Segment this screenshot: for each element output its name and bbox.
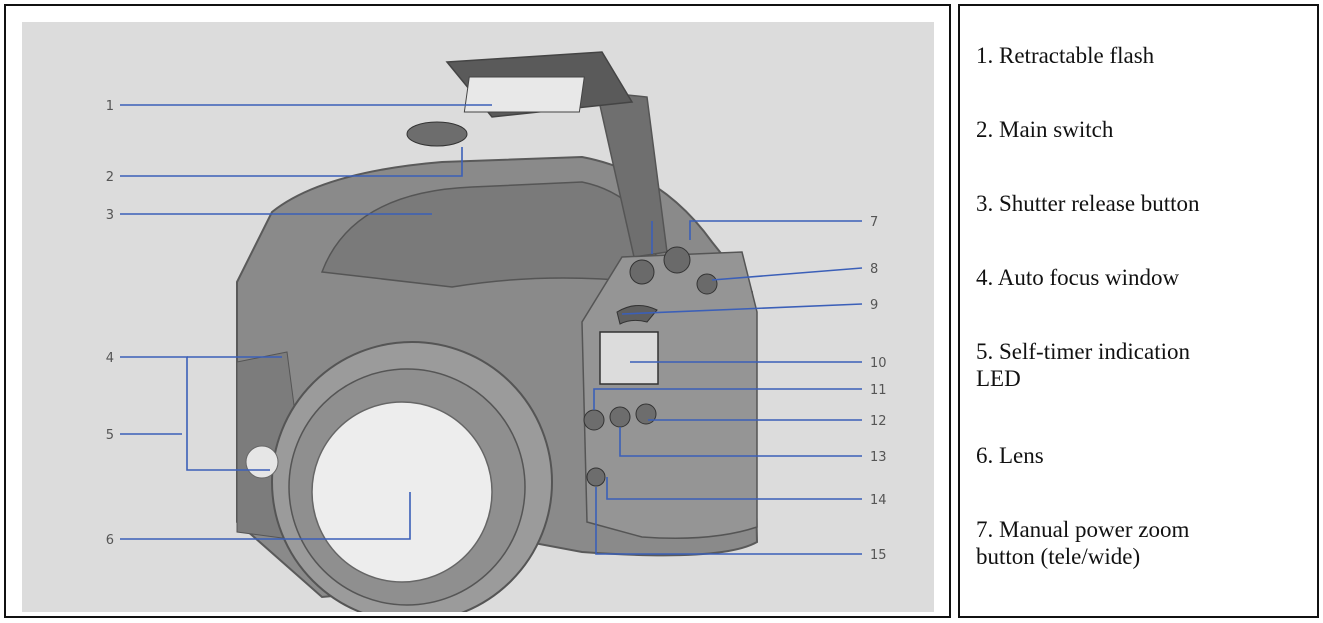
callout-num-13: 13 <box>870 450 887 465</box>
legend-item-3: 3. Shutter release button <box>976 191 1200 216</box>
callout-line-2 <box>120 147 463 177</box>
callout-line-7 <box>689 220 862 240</box>
callout-numbers: 1 2 3 4 5 6 7 8 9 10 11 12 13 14 15 <box>106 99 887 563</box>
callout-line-9 <box>621 303 863 315</box>
legend-cell: 1. Retractable flash 2. Main switch 3. S… <box>958 4 1319 618</box>
figure-cell: 1 2 3 4 5 6 7 8 9 10 11 12 13 14 15 <box>4 4 951 618</box>
callout-line-14 <box>606 477 862 500</box>
callout-line-13 <box>619 427 862 457</box>
callout-line-15 <box>595 487 862 555</box>
legend-item-2: 2. Main switch <box>976 117 1114 142</box>
callout-num-7: 7 <box>870 215 878 230</box>
callout-num-10: 10 <box>870 356 887 371</box>
legend-item-7: 7. Manual power zoom button (tele/wide) <box>976 517 1190 569</box>
legend-item-4: 4. Auto focus window <box>976 265 1180 290</box>
mode-dial <box>616 305 658 325</box>
legend-item-6: 6. Lens <box>976 443 1044 468</box>
callout-num-6: 6 <box>106 533 114 548</box>
self-timer-led <box>245 445 279 479</box>
flash-window <box>463 76 585 113</box>
callout-line-6 <box>120 492 411 540</box>
button-12 <box>609 406 631 428</box>
camera-illustration: 1 2 3 4 5 6 7 8 9 10 11 12 13 14 15 <box>106 51 887 612</box>
callout-line-4 <box>120 356 270 471</box>
callout-num-11: 11 <box>870 383 887 398</box>
callout-num-3: 3 <box>106 208 114 223</box>
display-window <box>599 331 659 385</box>
callout-lines <box>120 104 863 555</box>
zoom-button <box>663 246 691 274</box>
zoom-button-2 <box>629 259 655 285</box>
lens-glass <box>311 401 493 583</box>
button-8 <box>696 273 718 295</box>
callout-num-2: 2 <box>106 170 114 185</box>
callout-num-5: 5 <box>106 428 114 443</box>
shutter-button <box>406 121 468 147</box>
button-11 <box>583 409 605 431</box>
callout-num-8: 8 <box>870 262 878 277</box>
legend-item-5: 5. Self-timer indication LED <box>976 339 1190 391</box>
legend-item-1: 1. Retractable flash <box>976 43 1155 68</box>
callout-num-15: 15 <box>870 548 887 563</box>
callout-num-12: 12 <box>870 414 887 429</box>
callout-line-8 <box>711 267 863 281</box>
button-13 <box>635 403 657 425</box>
camera-grip <box>581 251 758 539</box>
callout-num-14: 14 <box>870 493 887 508</box>
callout-line-11 <box>593 388 862 410</box>
button-15 <box>586 467 606 487</box>
callout-num-4: 4 <box>106 351 114 366</box>
callout-num-1: 1 <box>106 99 114 114</box>
camera-diagram: 1 2 3 4 5 6 7 8 9 10 11 12 13 14 15 <box>22 22 934 612</box>
callout-num-9: 9 <box>870 298 878 313</box>
